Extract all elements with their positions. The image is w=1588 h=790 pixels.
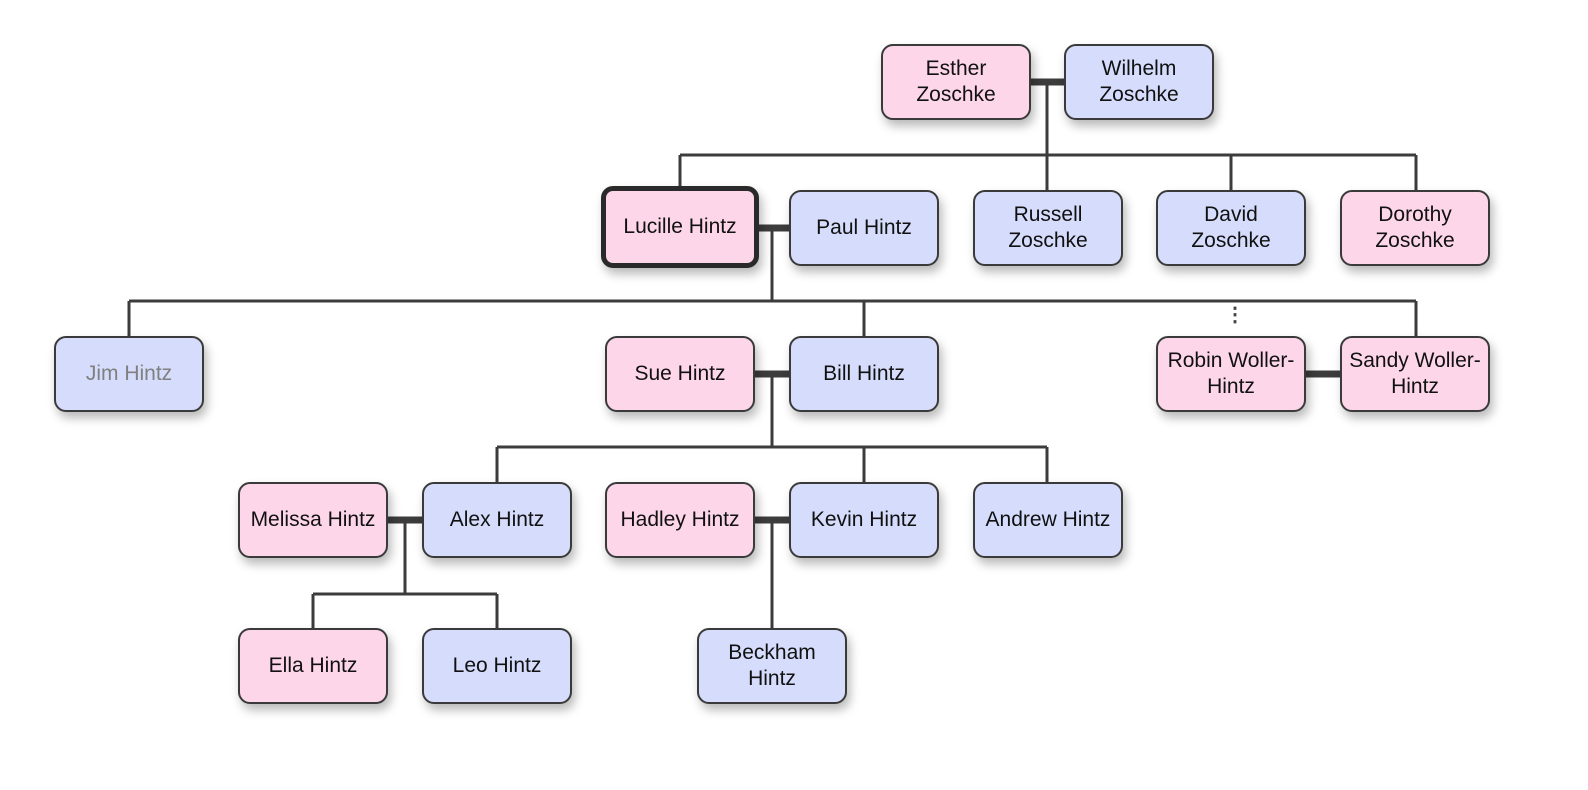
person-sue-hintz[interactable]: Sue Hintz xyxy=(605,336,755,412)
person-name: Jim Hintz xyxy=(85,362,173,385)
person-name: Paul Hintz xyxy=(816,216,912,239)
person-david-zoschke[interactable]: David Zoschke xyxy=(1156,190,1306,266)
person-robin-woller-hintz[interactable]: Robin Woller-Hintz xyxy=(1156,336,1306,412)
person-beckham-hintz[interactable]: Beckham Hintz xyxy=(697,628,847,704)
person-wilhelm-zoschke[interactable]: Wilhelm Zoschke xyxy=(1064,44,1214,120)
person-hadley-hintz[interactable]: Hadley Hintz xyxy=(605,482,755,558)
person-name: Leo Hintz xyxy=(452,654,542,677)
person-lucille-hintz[interactable]: Lucille Hintz xyxy=(601,186,759,268)
person-name: Bill Hintz xyxy=(823,362,905,385)
person-name: Russell Zoschke xyxy=(1008,203,1088,252)
person-paul-hintz[interactable]: Paul Hintz xyxy=(789,190,939,266)
person-bill-hintz[interactable]: Bill Hintz xyxy=(789,336,939,412)
person-name: Alex Hintz xyxy=(449,508,545,531)
person-alex-hintz[interactable]: Alex Hintz xyxy=(422,482,572,558)
person-name: Kevin Hintz xyxy=(810,508,918,531)
person-andrew-hintz[interactable]: Andrew Hintz xyxy=(973,482,1123,558)
person-jim-hintz[interactable]: Jim Hintz xyxy=(54,336,204,412)
person-ella-hintz[interactable]: Ella Hintz xyxy=(238,628,388,704)
person-name: Dorothy Zoschke xyxy=(1375,203,1455,252)
person-name: Wilhelm Zoschke xyxy=(1099,57,1179,106)
person-name: Esther Zoschke xyxy=(916,57,996,106)
person-kevin-hintz[interactable]: Kevin Hintz xyxy=(789,482,939,558)
person-name: Ella Hintz xyxy=(268,654,358,677)
person-name: Lucille Hintz xyxy=(623,215,737,238)
person-name: Andrew Hintz xyxy=(985,508,1111,531)
person-name: Robin Woller-Hintz xyxy=(1167,349,1295,398)
person-leo-hintz[interactable]: Leo Hintz xyxy=(422,628,572,704)
person-russell-zoschke[interactable]: Russell Zoschke xyxy=(973,190,1123,266)
person-name: Melissa Hintz xyxy=(250,508,376,531)
person-name: Beckham Hintz xyxy=(728,641,816,690)
person-sandy-woller-hintz[interactable]: Sandy Woller-Hintz xyxy=(1340,336,1490,412)
person-name: Sue Hintz xyxy=(634,362,726,385)
person-esther-zoschke[interactable]: Esther Zoschke xyxy=(881,44,1031,120)
person-name: Hadley Hintz xyxy=(620,508,740,531)
person-melissa-hintz[interactable]: Melissa Hintz xyxy=(238,482,388,558)
person-name: David Zoschke xyxy=(1191,203,1271,252)
person-name: Sandy Woller-Hintz xyxy=(1349,349,1481,398)
person-dorothy-zoschke[interactable]: Dorothy Zoschke xyxy=(1340,190,1490,266)
more-relatives-indicator[interactable]: ⋮ xyxy=(1225,304,1245,326)
